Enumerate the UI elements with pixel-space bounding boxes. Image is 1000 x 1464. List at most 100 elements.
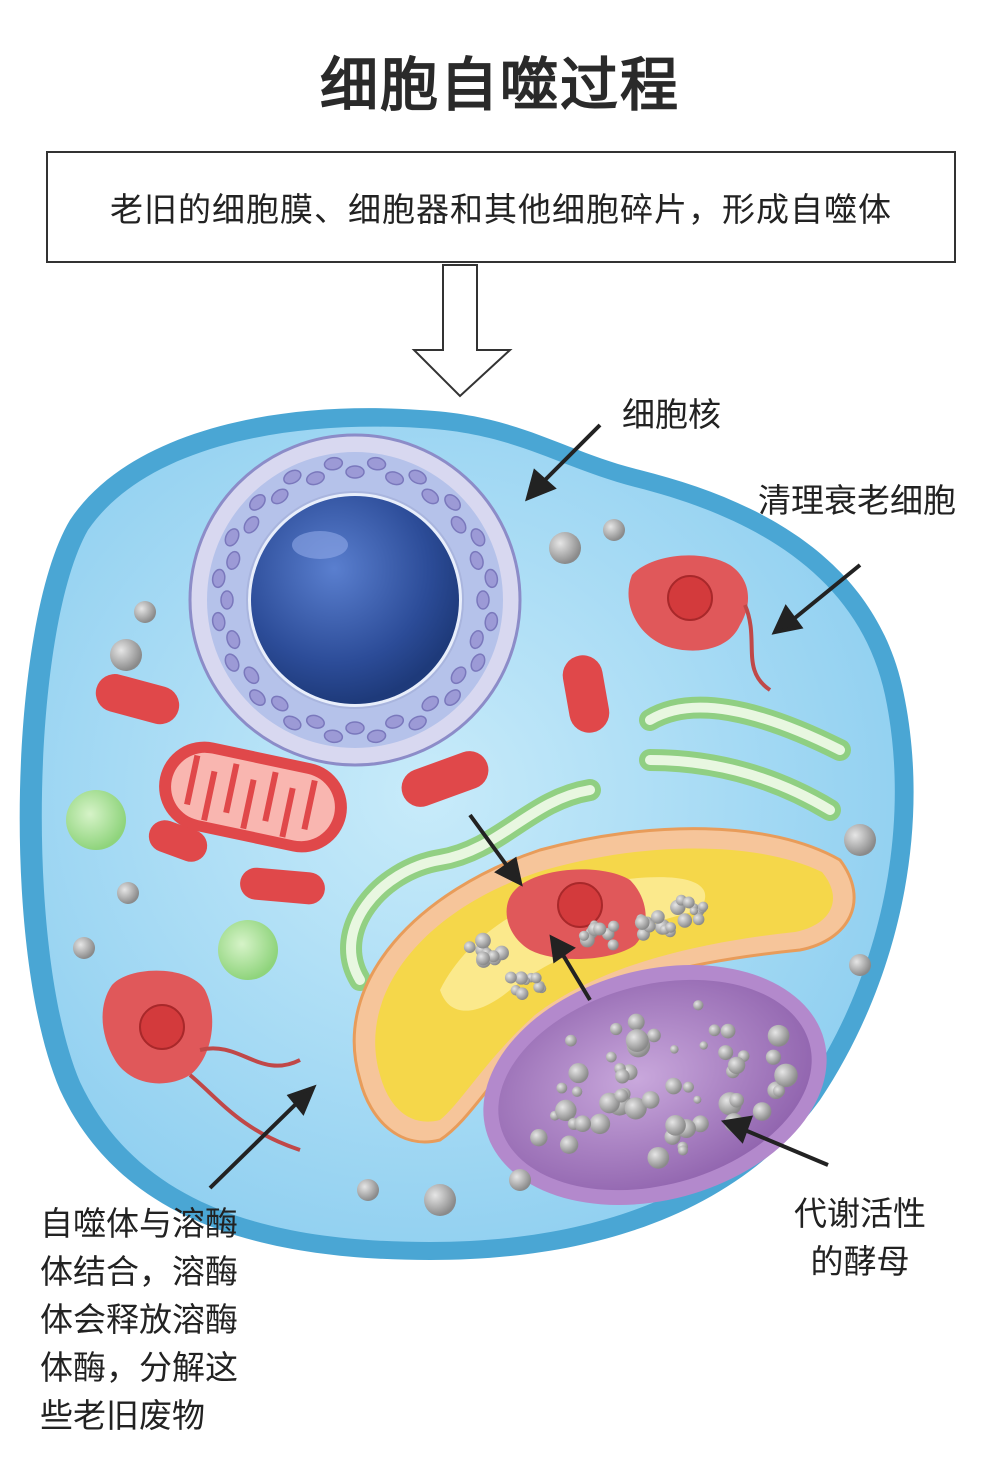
grey-granules [73, 519, 876, 1216]
nuclear-pore [450, 515, 467, 534]
nuclear-pore [226, 550, 241, 570]
lysosome-particle [614, 1088, 629, 1103]
nuclear-pore [444, 689, 461, 706]
description-text: 老旧的细胞膜、细胞器和其他细胞碎片，形成自噬体 [110, 190, 892, 229]
granule [73, 937, 95, 959]
nuclear-pore [224, 528, 240, 547]
lysosome-particle [682, 1081, 694, 1093]
nuclear-pore [345, 721, 365, 735]
lysosome-particle [729, 1092, 744, 1108]
green-vesicles [66, 790, 278, 980]
nuclear-pore [408, 469, 427, 485]
debris-particle [463, 941, 476, 953]
nuclear-pore [385, 471, 405, 486]
debris-particle [689, 906, 699, 916]
lysosome-particle [720, 1023, 736, 1039]
debris-particle [487, 950, 500, 963]
nuclear-pore [476, 590, 490, 610]
nuclear-pore [226, 630, 241, 650]
label-clean-senescent: 清理衰老细胞 [758, 481, 956, 520]
nuclear-pore [283, 715, 302, 731]
nuclear-pore [345, 465, 365, 479]
red-vesicles [95, 655, 610, 905]
nuclear-pore [470, 528, 486, 547]
debris-clusters [463, 894, 709, 1000]
nuclear-pore [421, 488, 440, 505]
nuclear-pore [323, 456, 344, 471]
granule [357, 1179, 379, 1201]
nuclear-pore [270, 488, 289, 505]
debris-particle [607, 920, 620, 932]
lysosome-particle [677, 1145, 689, 1156]
debris-particle [515, 987, 529, 1000]
mitochondrion [159, 741, 347, 853]
autophagosome [506, 869, 646, 960]
granule [134, 601, 156, 623]
debris-particle [665, 922, 677, 933]
label-active-enzyme-line: 的酵母 [810, 1242, 910, 1281]
nuclear-pore [366, 456, 387, 471]
debris-particle [698, 901, 709, 912]
nuclear-pore [224, 653, 240, 672]
lysosome-particle [752, 1102, 772, 1121]
nuclear-pore [283, 469, 302, 485]
lysosome-particle [693, 1095, 702, 1104]
lysosome-particle [568, 1062, 589, 1084]
description-box: 老旧的细胞膜、细胞器和其他细胞碎片，形成自噬体 [46, 151, 956, 263]
granule [844, 824, 876, 856]
debris-particle [504, 971, 517, 984]
er-inner [346, 702, 845, 985]
label-nucleus: 细胞核 [622, 395, 721, 434]
nuclear-pore [484, 568, 499, 589]
nuclear-pore [305, 471, 325, 486]
label-fusion: 自噬体与溶酶 体结合，溶酶 体会释放溶酶 体酶，分解这 些老旧废物 [40, 1200, 270, 1440]
nuclear-pore [421, 695, 440, 712]
lysosome-particle [627, 1013, 645, 1031]
lysosome-particle [589, 1113, 611, 1135]
granule [424, 1184, 456, 1216]
nuclear-pore [469, 550, 484, 570]
lysosome-particle [641, 1091, 660, 1109]
granule [509, 1169, 531, 1191]
nuclear-pore [243, 515, 260, 534]
label-fusion-line: 自噬体与溶酶 [40, 1204, 238, 1243]
lysosome-particle [530, 1128, 548, 1147]
granule [849, 954, 871, 976]
lysosome-particle [556, 1082, 568, 1094]
lysosome-particle [767, 1024, 790, 1047]
nuclear-pore [444, 494, 461, 511]
debris-particle [651, 910, 665, 924]
lysosome-particle [708, 1024, 721, 1037]
nuclear-pore [484, 611, 499, 632]
lysosome-particle [574, 1115, 592, 1133]
nuclear-pore [408, 715, 427, 731]
nuclear-pore [211, 568, 226, 589]
granule [603, 519, 625, 541]
lysosome-particle [565, 1034, 577, 1047]
label-fusion-line: 些老旧废物 [40, 1396, 205, 1435]
nuclear-pore [220, 590, 234, 610]
senescent-cell-top [628, 555, 772, 692]
senescent-cell-left [102, 970, 301, 1152]
nuclear-pore [323, 729, 344, 744]
label-fusion-line: 体酶，分解这 [40, 1348, 238, 1387]
lysosome-particle [647, 1028, 661, 1043]
nuclear-pore [385, 714, 405, 729]
label-active-enzyme: 代谢活性 的酵母 [770, 1190, 950, 1286]
lysosome-particle [665, 1115, 686, 1136]
lysosome-particle [773, 1085, 785, 1097]
down-arrow [411, 264, 513, 398]
debris-particle [533, 981, 545, 993]
lysosome-particle [599, 1092, 620, 1114]
debris-particle [476, 951, 490, 966]
lysosome-particle [609, 1022, 623, 1036]
label-arrows [208, 423, 862, 1190]
nuclear-pore [249, 494, 266, 511]
debris-particle [514, 971, 528, 985]
page-title: 细胞自噬过程 [319, 51, 680, 119]
nuclear-pore [249, 689, 266, 706]
lysosome-particle [625, 1029, 649, 1052]
debris-particle [593, 922, 607, 936]
debris-particle [475, 932, 491, 949]
